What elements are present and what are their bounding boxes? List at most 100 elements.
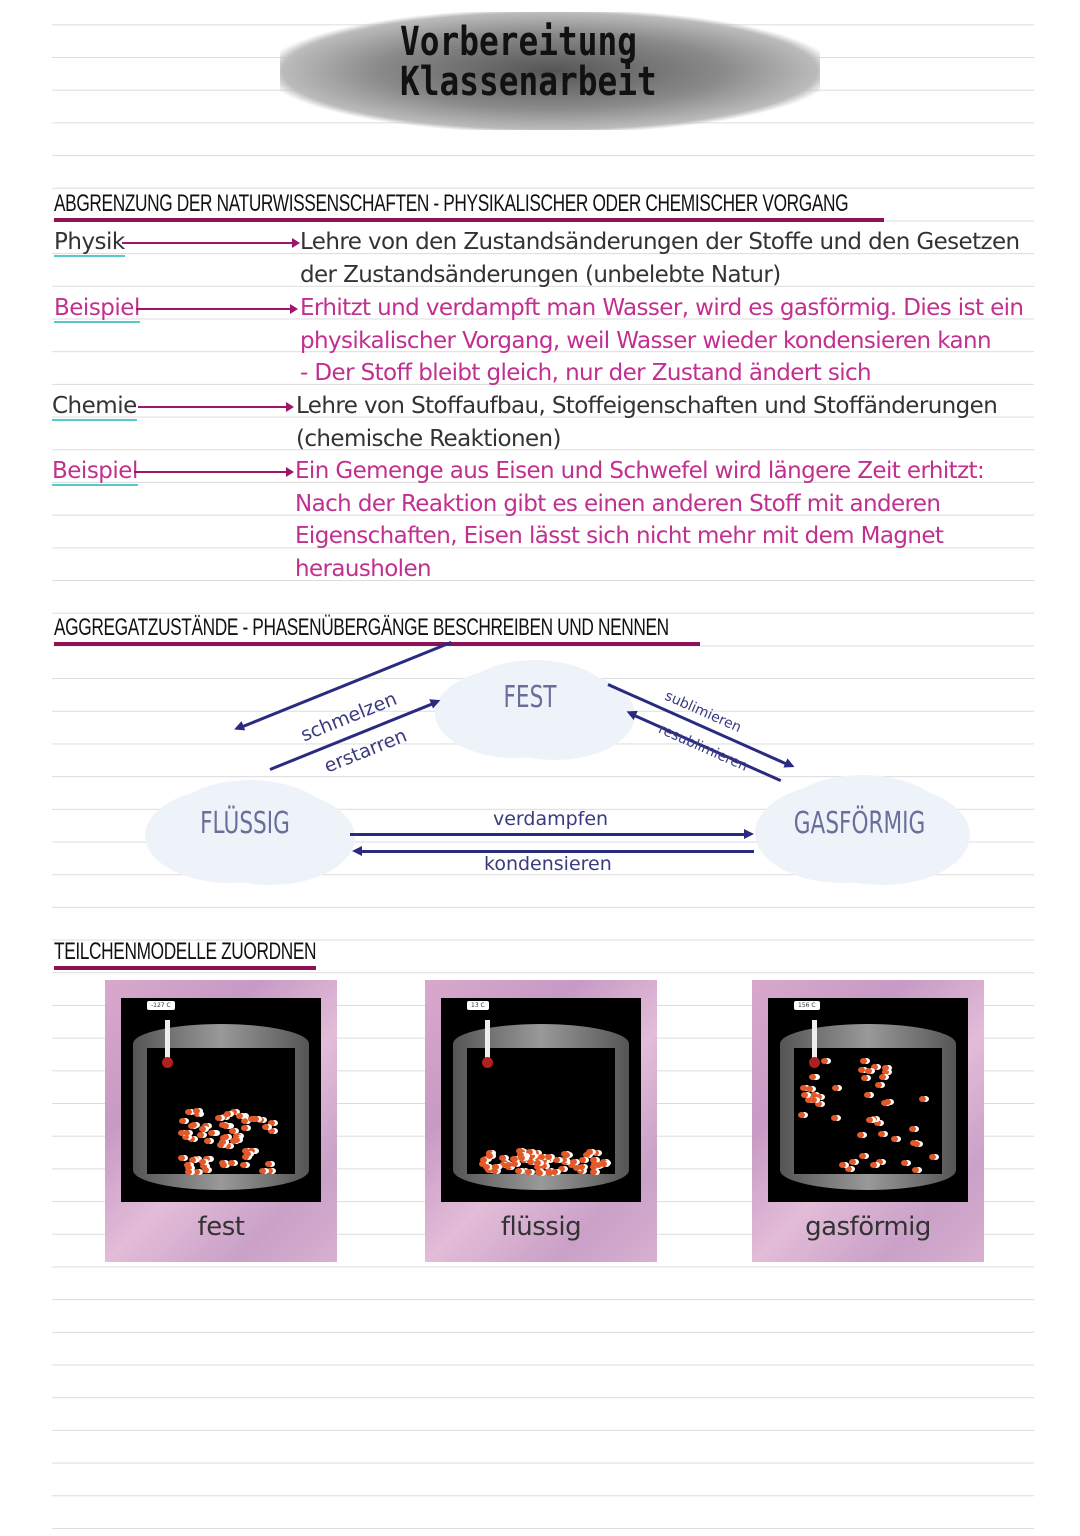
particle bbox=[252, 1116, 260, 1123]
thermometer-icon bbox=[162, 1020, 173, 1068]
particle bbox=[804, 1096, 812, 1103]
arrow-icon bbox=[122, 238, 300, 248]
particle bbox=[527, 1152, 535, 1159]
text-line: Lehre von den Zustandsänderungen der Sto… bbox=[300, 229, 1020, 255]
particle bbox=[849, 1159, 857, 1166]
particle bbox=[532, 1156, 540, 1163]
label-chemie: Chemie bbox=[52, 393, 137, 421]
particle bbox=[928, 1154, 936, 1161]
particle bbox=[490, 1167, 498, 1174]
arrow-icon bbox=[136, 304, 298, 314]
text-line: physikalischer Vorgang, weil Wasser wied… bbox=[300, 327, 992, 354]
particle bbox=[918, 1095, 926, 1102]
particle bbox=[882, 1068, 890, 1075]
particle bbox=[510, 1155, 518, 1162]
particle bbox=[184, 1109, 192, 1116]
particle bbox=[179, 1117, 187, 1124]
particle-card-fest: -127 C fest bbox=[105, 980, 337, 1262]
particle bbox=[552, 1156, 560, 1163]
text-line: (chemische Reaktionen) bbox=[296, 425, 561, 452]
particle bbox=[577, 1163, 585, 1170]
particle bbox=[244, 1151, 252, 1158]
particle bbox=[545, 1169, 553, 1176]
title-line-2: Klassenarbeit bbox=[400, 59, 657, 105]
particle bbox=[594, 1161, 602, 1168]
particle bbox=[198, 1126, 206, 1133]
particle bbox=[240, 1125, 248, 1132]
particle-model-image: 156 C bbox=[768, 998, 968, 1202]
particle bbox=[875, 1158, 883, 1165]
particle bbox=[860, 1075, 868, 1082]
particle bbox=[572, 1165, 580, 1172]
particle bbox=[582, 1151, 590, 1158]
particle bbox=[221, 1122, 229, 1129]
particle bbox=[538, 1153, 546, 1160]
particle bbox=[266, 1168, 274, 1175]
arrow-verdampfen-icon bbox=[350, 829, 754, 839]
particle bbox=[240, 1117, 248, 1124]
particle bbox=[883, 1098, 891, 1105]
card-label: fest bbox=[197, 1212, 245, 1242]
particle bbox=[267, 1119, 275, 1126]
chemie-definition: Lehre von Stoffaufbau, Stoffeigenschafte… bbox=[296, 390, 998, 455]
particle-model-image: -127 C bbox=[121, 998, 321, 1202]
particle bbox=[527, 1159, 535, 1166]
text-line: herausholen bbox=[295, 556, 432, 583]
state-fluessig: FLÜSSIG bbox=[200, 806, 290, 841]
particle bbox=[879, 1073, 886, 1080]
particle bbox=[516, 1151, 524, 1158]
particle bbox=[858, 1067, 865, 1074]
particle bbox=[900, 1159, 908, 1166]
particle bbox=[590, 1168, 598, 1175]
particle bbox=[232, 1137, 240, 1144]
text-line: Ein Gemenge aus Eisen und Schwefel wird … bbox=[295, 458, 985, 484]
particle bbox=[873, 1120, 881, 1127]
cloud-fest bbox=[455, 660, 615, 750]
label-beispiel: Beispiel bbox=[54, 295, 140, 323]
particle bbox=[856, 1131, 864, 1138]
section-heading-2: AGGREGATZUSTÄNDE - PHASENÜBERGÄNGE BESCH… bbox=[54, 614, 669, 641]
text-line: Lehre von Stoffaufbau, Stoffeigenschafte… bbox=[296, 393, 998, 419]
particle bbox=[810, 1091, 817, 1098]
page-title: Vorbereitung Klassenarbeit bbox=[400, 20, 657, 104]
physik-example: Erhitzt und verdampft man Wasser, wird e… bbox=[300, 292, 1024, 390]
particle bbox=[198, 1159, 206, 1166]
particle bbox=[845, 1165, 853, 1172]
arrow-kondensieren-icon bbox=[352, 846, 754, 856]
chemie-example: Ein Gemenge aus Eisen und Schwefel wird … bbox=[295, 455, 985, 586]
particle bbox=[589, 1163, 597, 1170]
particle bbox=[499, 1154, 507, 1161]
particle bbox=[498, 1162, 506, 1169]
label-kondensieren: kondensieren bbox=[484, 853, 612, 875]
state-gasfoermig: GASFÖRMIG bbox=[793, 806, 926, 841]
particle bbox=[820, 1058, 828, 1065]
particle bbox=[229, 1109, 237, 1116]
particle bbox=[543, 1157, 551, 1164]
particle bbox=[524, 1168, 532, 1175]
particle bbox=[809, 1073, 817, 1080]
particle bbox=[535, 1169, 543, 1176]
heading-underline bbox=[54, 218, 884, 222]
particle bbox=[551, 1169, 559, 1176]
particle bbox=[207, 1130, 215, 1137]
particle bbox=[863, 1091, 871, 1098]
particle bbox=[215, 1114, 223, 1121]
particle bbox=[539, 1163, 547, 1170]
particle bbox=[219, 1113, 227, 1120]
label-verdampfen: verdampfen bbox=[493, 808, 609, 830]
particle bbox=[814, 1100, 822, 1107]
particle bbox=[557, 1166, 565, 1173]
section-heading-1: ABGRENZUNG DER NATURWISSENSCHAFTEN - PHY… bbox=[54, 190, 849, 217]
particle bbox=[540, 1157, 548, 1164]
particle bbox=[181, 1133, 189, 1140]
particle bbox=[810, 1096, 818, 1103]
particle bbox=[913, 1140, 921, 1147]
particle bbox=[912, 1167, 920, 1174]
title-brush-background bbox=[280, 12, 820, 130]
particle bbox=[568, 1162, 576, 1169]
particle bbox=[177, 1154, 185, 1161]
particle bbox=[258, 1168, 266, 1175]
label-physik: Physik bbox=[54, 229, 125, 257]
title-line-1: Vorbereitung bbox=[400, 19, 637, 65]
particle bbox=[202, 1122, 210, 1129]
